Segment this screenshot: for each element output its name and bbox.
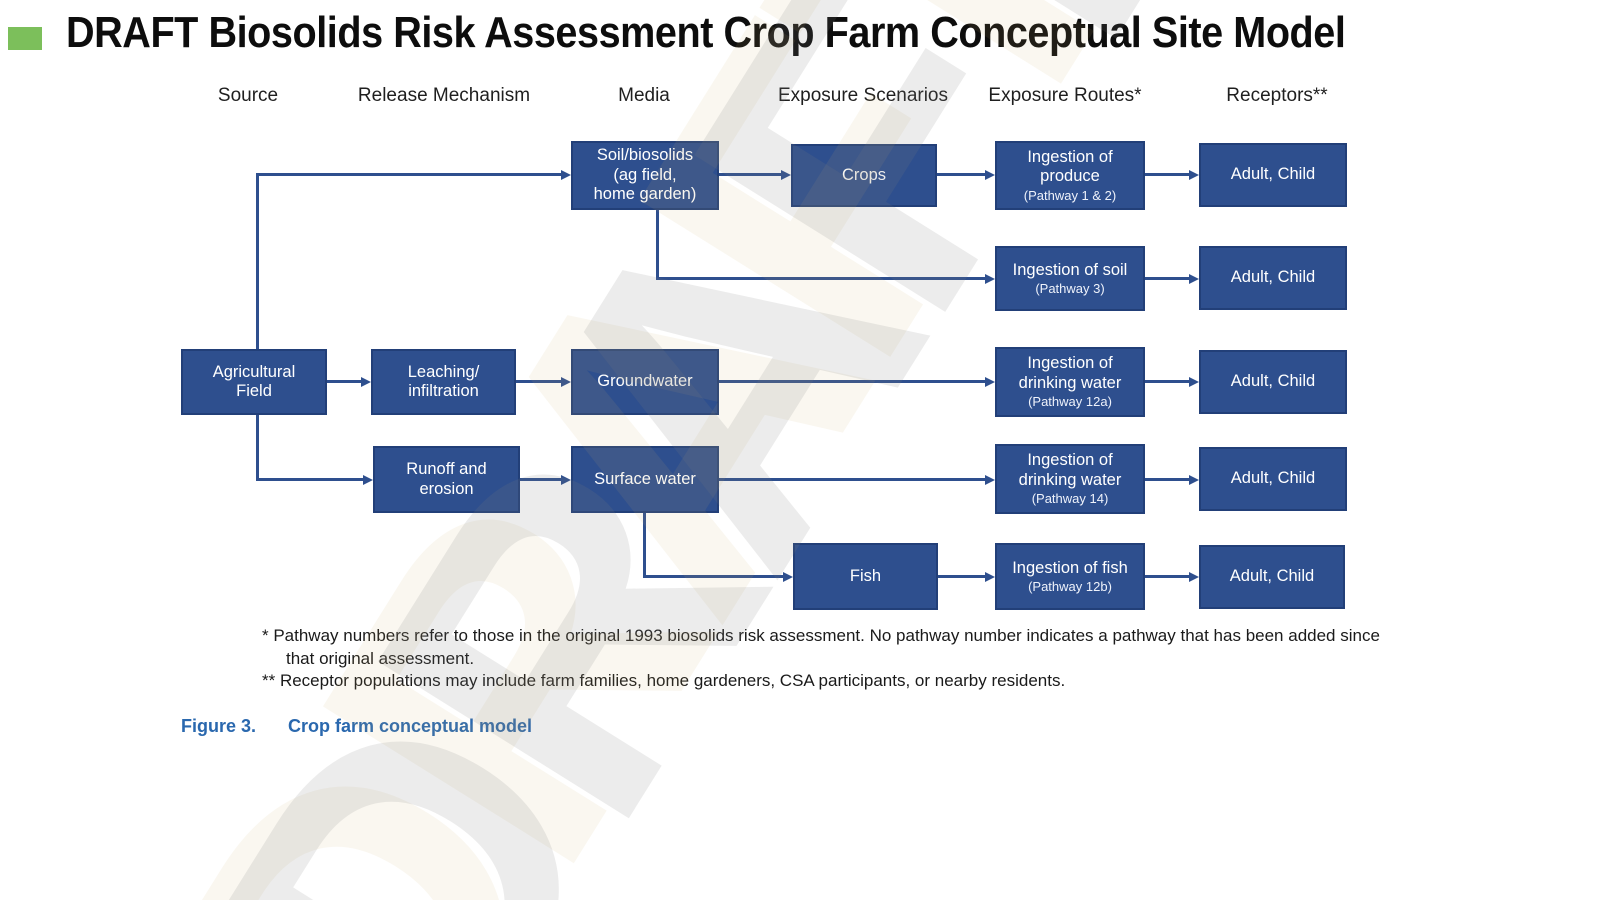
- pathway-label: (Pathway 14): [1031, 491, 1109, 507]
- node-label: Runoff and erosion: [406, 460, 487, 498]
- node-runoff-and-erosion: Runoff and erosion: [373, 446, 520, 513]
- figure-number: Figure 3.: [181, 716, 257, 736]
- connector-line: [1145, 277, 1189, 280]
- node-label: Adult, Child: [1230, 372, 1316, 391]
- connector-line: [656, 277, 985, 280]
- connector-line: [1145, 478, 1189, 481]
- arrow-head: [985, 475, 995, 485]
- connector-line: [327, 380, 361, 383]
- node-ingestion-of-fish: Ingestion of fish (Pathway 12b): [995, 543, 1145, 610]
- node-ingestion-of-produce: Ingestion of produce (Pathway 1 & 2): [995, 141, 1145, 210]
- connector-line: [256, 415, 259, 481]
- arrow-head: [1189, 572, 1199, 582]
- arrow-head: [1189, 377, 1199, 387]
- node-receptor-adult-child: Adult, Child: [1199, 246, 1347, 310]
- node-ingestion-of-soil: Ingestion of soil (Pathway 3): [995, 246, 1145, 311]
- arrow-head: [1189, 170, 1199, 180]
- connector-line: [719, 380, 985, 383]
- column-header-media: Media: [618, 85, 670, 106]
- node-label: Soil/biosolids (ag field, home garden): [593, 146, 697, 204]
- arrow-head: [985, 170, 995, 180]
- node-label: Ingestion of produce: [1027, 147, 1113, 186]
- connector-line: [937, 173, 985, 176]
- connector-line: [1145, 380, 1189, 383]
- node-label: Leaching/ infiltration: [407, 362, 480, 400]
- node-label: Ingestion of drinking water: [1018, 451, 1122, 489]
- arrow-head: [1189, 475, 1199, 485]
- column-header-source: Source: [217, 85, 279, 106]
- arrow-head: [985, 572, 995, 582]
- node-ingestion-of-drinking-water-gw: Ingestion of drinking water (Pathway 12a…: [995, 347, 1145, 417]
- pathway-label: (Pathway 12b): [1028, 579, 1112, 595]
- pathway-label: (Pathway 1 & 2): [1023, 187, 1117, 203]
- connector-line: [1145, 173, 1189, 176]
- pathway-label: (Pathway 12a): [1028, 394, 1112, 410]
- node-label: Surface water: [594, 469, 696, 488]
- footnote-pathway-line2: that original assessment.: [286, 649, 475, 668]
- page-title: DRAFT Biosolids Risk Assessment Crop Far…: [66, 8, 1346, 57]
- connector-line: [256, 175, 259, 349]
- connector-line: [656, 210, 659, 280]
- connector-line: [719, 478, 985, 481]
- footnote-receptors: ** Receptor populations may include farm…: [262, 671, 1066, 690]
- node-label: Fish: [849, 566, 882, 585]
- connector-line: [520, 478, 561, 481]
- arrow-head: [1189, 274, 1199, 284]
- node-label: Ingestion of drinking water: [1018, 354, 1122, 392]
- pathway-label: (Pathway 3): [1035, 281, 1105, 297]
- connector-line: [1145, 575, 1189, 578]
- node-leaching-infiltration: Leaching/ infiltration: [371, 349, 516, 415]
- arrow-head: [561, 475, 571, 485]
- node-label: Adult, Child: [1230, 268, 1316, 287]
- connector-line: [719, 173, 781, 176]
- footnote-pathway-line1: * Pathway numbers refer to those in the …: [262, 626, 1380, 645]
- node-receptor-adult-child: Adult, Child: [1199, 447, 1347, 511]
- connector-line: [643, 513, 646, 577]
- node-label: Groundwater: [597, 372, 693, 391]
- column-header-release-mechanism: Release Mechanism: [357, 85, 531, 106]
- node-groundwater: Groundwater: [571, 349, 719, 415]
- node-agricultural-field: Agricultural Field: [181, 349, 327, 415]
- node-label: Adult, Child: [1230, 165, 1316, 184]
- arrow-head: [783, 572, 793, 582]
- arrow-head: [985, 274, 995, 284]
- arrow-head: [781, 170, 791, 180]
- arrow-head: [363, 475, 373, 485]
- figure-caption: Figure 3. Crop farm conceptual model: [181, 716, 532, 737]
- node-crops: Crops: [791, 144, 937, 207]
- arrow-head: [361, 377, 371, 387]
- connector-line: [256, 173, 561, 176]
- node-surface-water: Surface water: [571, 446, 719, 513]
- connector-line: [938, 575, 985, 578]
- column-header-receptors: Receptors**: [1226, 85, 1328, 106]
- title-bullet-square: [8, 27, 42, 50]
- node-receptor-adult-child: Adult, Child: [1199, 545, 1345, 609]
- arrow-head: [985, 377, 995, 387]
- arrow-head: [561, 170, 571, 180]
- connector-line: [516, 380, 561, 383]
- node-receptor-adult-child: Adult, Child: [1199, 143, 1347, 207]
- node-ingestion-of-drinking-water-sw: Ingestion of drinking water (Pathway 14): [995, 444, 1145, 514]
- node-label: Adult, Child: [1229, 567, 1315, 586]
- node-label: Crops: [841, 165, 886, 184]
- figure-caption-text: Crop farm conceptual model: [288, 716, 533, 736]
- node-soil-biosolids: Soil/biosolids (ag field, home garden): [571, 141, 719, 210]
- column-header-exposure-routes: Exposure Routes*: [988, 85, 1142, 106]
- connector-line: [643, 575, 783, 578]
- arrow-head: [561, 377, 571, 387]
- node-fish: Fish: [793, 543, 938, 610]
- node-label: Adult, Child: [1230, 469, 1316, 488]
- node-label: Ingestion of fish: [1012, 558, 1128, 577]
- column-header-exposure-scenarios: Exposure Scenarios: [777, 85, 949, 106]
- node-label: Ingestion of soil: [1012, 260, 1128, 279]
- node-label: Agricultural Field: [212, 362, 296, 400]
- connector-line: [256, 478, 363, 481]
- node-receptor-adult-child: Adult, Child: [1199, 350, 1347, 414]
